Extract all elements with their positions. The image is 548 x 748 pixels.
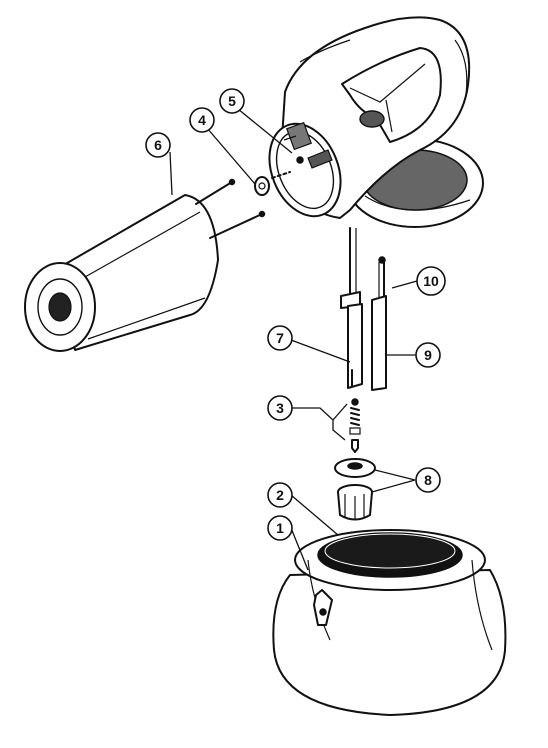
callout-3-label: 3 xyxy=(276,400,284,416)
part-8-filter xyxy=(334,458,376,521)
callout-2: 2 xyxy=(267,482,293,508)
callout-3: 3 xyxy=(267,395,293,421)
callout-5-label: 5 xyxy=(228,93,236,109)
leader-lines xyxy=(169,108,428,571)
callout-6-label: 6 xyxy=(154,137,162,153)
callout-7: 7 xyxy=(267,325,293,351)
part-3-spring-valve xyxy=(349,398,361,453)
callout-2-label: 2 xyxy=(276,487,284,503)
callout-5: 5 xyxy=(219,88,245,114)
callout-9: 9 xyxy=(415,342,441,368)
callout-4-label: 4 xyxy=(198,112,206,128)
callout-10: 10 xyxy=(416,266,446,296)
callout-7-label: 7 xyxy=(276,330,284,346)
callout-10-label: 10 xyxy=(423,273,439,289)
handle-housing xyxy=(268,16,471,219)
callout-8: 8 xyxy=(415,467,441,493)
callout-6: 6 xyxy=(145,132,171,158)
part-2-gasket-ring xyxy=(317,532,463,578)
part-9-plate xyxy=(371,295,387,391)
callout-9-label: 9 xyxy=(424,347,432,363)
callout-1-label: 1 xyxy=(276,520,284,536)
part-6-motor xyxy=(24,178,266,352)
callout-1: 1 xyxy=(267,515,293,541)
callout-4: 4 xyxy=(189,107,215,133)
part-4-nut xyxy=(254,176,270,196)
part-5-fitting xyxy=(271,171,291,179)
part-7-pickup-tube xyxy=(340,227,363,389)
callout-8-label: 8 xyxy=(424,472,432,488)
